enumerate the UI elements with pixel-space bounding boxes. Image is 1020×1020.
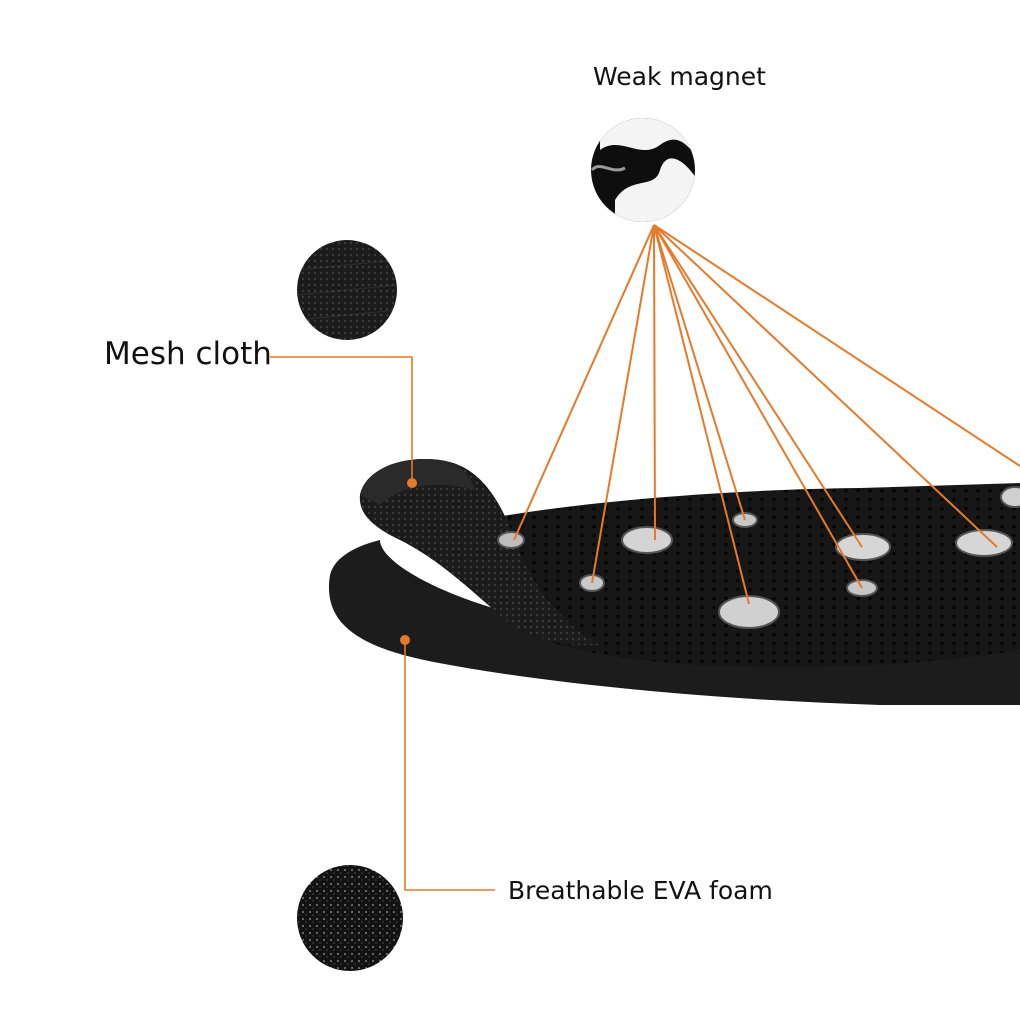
magnet-dot [622, 527, 672, 553]
foam-label: Breathable EVA foam [508, 876, 773, 905]
mesh-label: Mesh cloth [104, 336, 272, 372]
magnet-label: Weak magnet [593, 62, 766, 91]
foam-leader [400, 635, 495, 890]
magnet-swatch-icon [591, 110, 700, 230]
mesh-swatch-icon [297, 240, 397, 340]
insole-illustration [329, 459, 1020, 705]
magnet-dot [498, 532, 524, 548]
magnet-dot [1001, 487, 1020, 507]
foam-swatch-icon [297, 865, 403, 971]
